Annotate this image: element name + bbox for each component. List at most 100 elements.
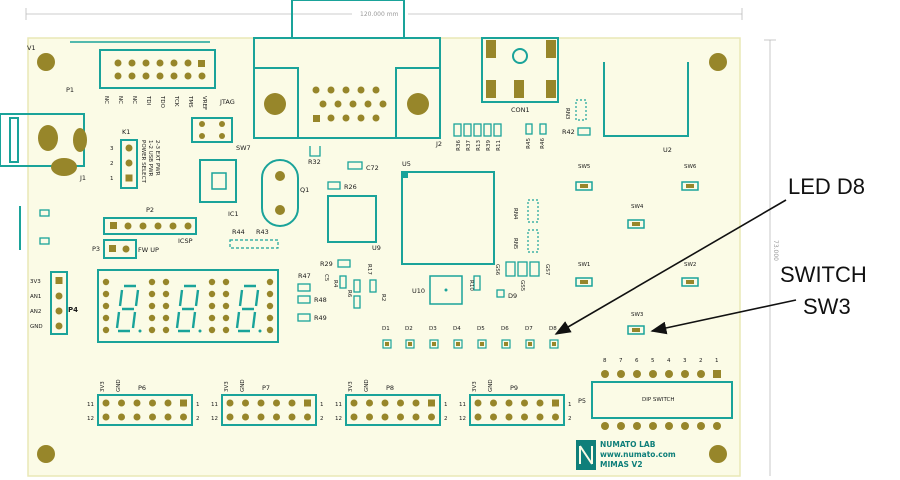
- ic1-label: IC1: [228, 210, 239, 218]
- left-edge-connector: [19, 206, 50, 250]
- led-row: D1 D2 D3 D4 D5 D6 D7 D8: [382, 326, 559, 349]
- j2-resistor-bank: J2 R36 R37 R13 R39 R11 R45 R46: [435, 123, 547, 151]
- k1-pin-3: 3: [110, 146, 114, 152]
- p1-jtag-header: P1 VREF TMS TCK TDO TDI NC NC NC JTAG: [66, 41, 235, 110]
- header-pin-label: 11: [459, 402, 466, 408]
- u5-fpga: U5: [401, 160, 495, 265]
- numato-logo: NUMATO LAB www.numato.com MIMAS V2: [576, 440, 676, 470]
- p1-label: P1: [66, 86, 74, 94]
- r43-label: R43: [256, 228, 269, 236]
- resistor-cluster-middle: R29 R47 R48 R49 C5 R4 R6 R17 R2: [297, 259, 386, 322]
- v1-label: V1: [27, 44, 36, 52]
- u2-label: U2: [663, 146, 672, 154]
- r42-label: R42: [562, 128, 575, 136]
- r36-label: R36: [456, 140, 462, 151]
- vga-connector: [253, 0, 441, 139]
- seven-segment-displays: [97, 269, 279, 343]
- p4-pin-gnd: GND: [30, 324, 43, 330]
- header-gnd-label: GND: [116, 379, 122, 392]
- header-3v3-label: 3V3: [100, 381, 106, 392]
- brand-line3: MIMAS V2: [600, 460, 643, 469]
- fw-up-label: FW UP: [138, 246, 159, 254]
- q1-label: Q1: [300, 186, 309, 194]
- gs6-label: GS6: [494, 264, 500, 276]
- k1-text-line2: 1-2 USB PWR: [147, 140, 153, 177]
- j1-power-jack: J1: [0, 113, 87, 182]
- r47-label: R47: [298, 272, 311, 280]
- u9-chip: U9: [327, 195, 381, 252]
- jtag-pin-nc: NC: [131, 96, 137, 104]
- push-switches: SW5 SW6 SW4 SW1 SW2 SW3: [575, 164, 699, 335]
- sw2-label: SW2: [684, 262, 696, 268]
- led-d3-label: D3: [429, 326, 437, 332]
- k1-pin-2: 2: [110, 161, 114, 167]
- dimension-lines: 120.000 mm 73.000: [25, 8, 779, 476]
- c5-label: C5: [323, 274, 329, 282]
- r26-label: R26: [344, 183, 357, 191]
- led-d8-label: D8: [549, 326, 557, 332]
- sw7-header: SW7: [191, 117, 251, 152]
- header-pin-label: 12: [211, 416, 218, 422]
- header-name-label: P9: [510, 384, 518, 392]
- r32-label: R32: [308, 158, 321, 166]
- dip-num-3: 3: [683, 358, 687, 364]
- d9-label: D9: [508, 292, 517, 300]
- led-d4-label: D4: [453, 326, 461, 332]
- dip-num-6: 6: [635, 358, 639, 364]
- header-pin-label: 11: [211, 402, 218, 408]
- u10-chip: U10: [412, 275, 463, 305]
- r49-label: R49: [314, 314, 327, 322]
- k1-label: K1: [122, 128, 130, 136]
- r4-label: R4: [332, 280, 338, 288]
- p3-fw-up: P3 FW UP: [92, 239, 159, 259]
- rn4-rn5-gs: RN4 RN5 GS6 GS5 GS7: [494, 199, 550, 292]
- r44-label: R44: [232, 228, 245, 236]
- header-name-label: P6: [138, 384, 146, 392]
- header-pin-label: 1: [320, 402, 324, 408]
- q1-crystal: Q1: [261, 159, 309, 227]
- header-gnd-label: GND: [488, 379, 494, 392]
- led-d1-label: D1: [382, 326, 390, 332]
- annotation-switch-line2: SW3: [803, 294, 851, 319]
- r39-label: R39: [486, 140, 492, 151]
- jtag-pin-tms: TMS: [187, 95, 193, 108]
- header-pin-label: 2: [568, 416, 572, 422]
- dip-num-4: 4: [667, 358, 671, 364]
- r46-label: R46: [540, 138, 546, 149]
- gs5-label: GS5: [519, 280, 525, 292]
- header-pin-label: 12: [459, 416, 466, 422]
- sw3-label: SW3: [631, 312, 644, 318]
- u10-label: U10: [412, 287, 425, 295]
- p5-label: P5: [578, 397, 586, 405]
- width-dimension: 120.000 mm: [360, 11, 399, 18]
- sw7-label: SW7: [236, 144, 251, 152]
- header-3v3-label: 3V3: [348, 381, 354, 392]
- rn3-label: RN3: [564, 108, 570, 120]
- dip-num-1: 1: [715, 358, 719, 364]
- led-d2-label: D2: [405, 326, 413, 332]
- k1-text-line1: POWER SELECT: [140, 140, 146, 183]
- header-pin-label: 12: [87, 416, 94, 422]
- header-3v3-label: 3V3: [224, 381, 230, 392]
- sw5-label: SW5: [578, 164, 591, 170]
- r37-label: R37: [466, 140, 472, 151]
- j2-label: J2: [435, 140, 442, 148]
- annotation-switch-line1: SWITCH: [780, 262, 867, 287]
- annotations: LED D8 SWITCH SW3: [554, 174, 867, 335]
- r6-label: R6: [346, 290, 352, 298]
- header-gnd-label: GND: [364, 379, 370, 392]
- r13-label: R13: [476, 140, 482, 151]
- con1-label: CON1: [511, 106, 530, 114]
- r17-label: R17: [366, 264, 372, 275]
- con1-connector: CON1: [481, 37, 559, 114]
- brand-line2: www.numato.com: [600, 450, 676, 459]
- dip-num-5: 5: [651, 358, 655, 364]
- header-name-label: P8: [386, 384, 394, 392]
- dip-switch-label: DIP SWITCH: [642, 397, 675, 403]
- u9-label: U9: [372, 244, 381, 252]
- header-pin-label: 2: [444, 416, 448, 422]
